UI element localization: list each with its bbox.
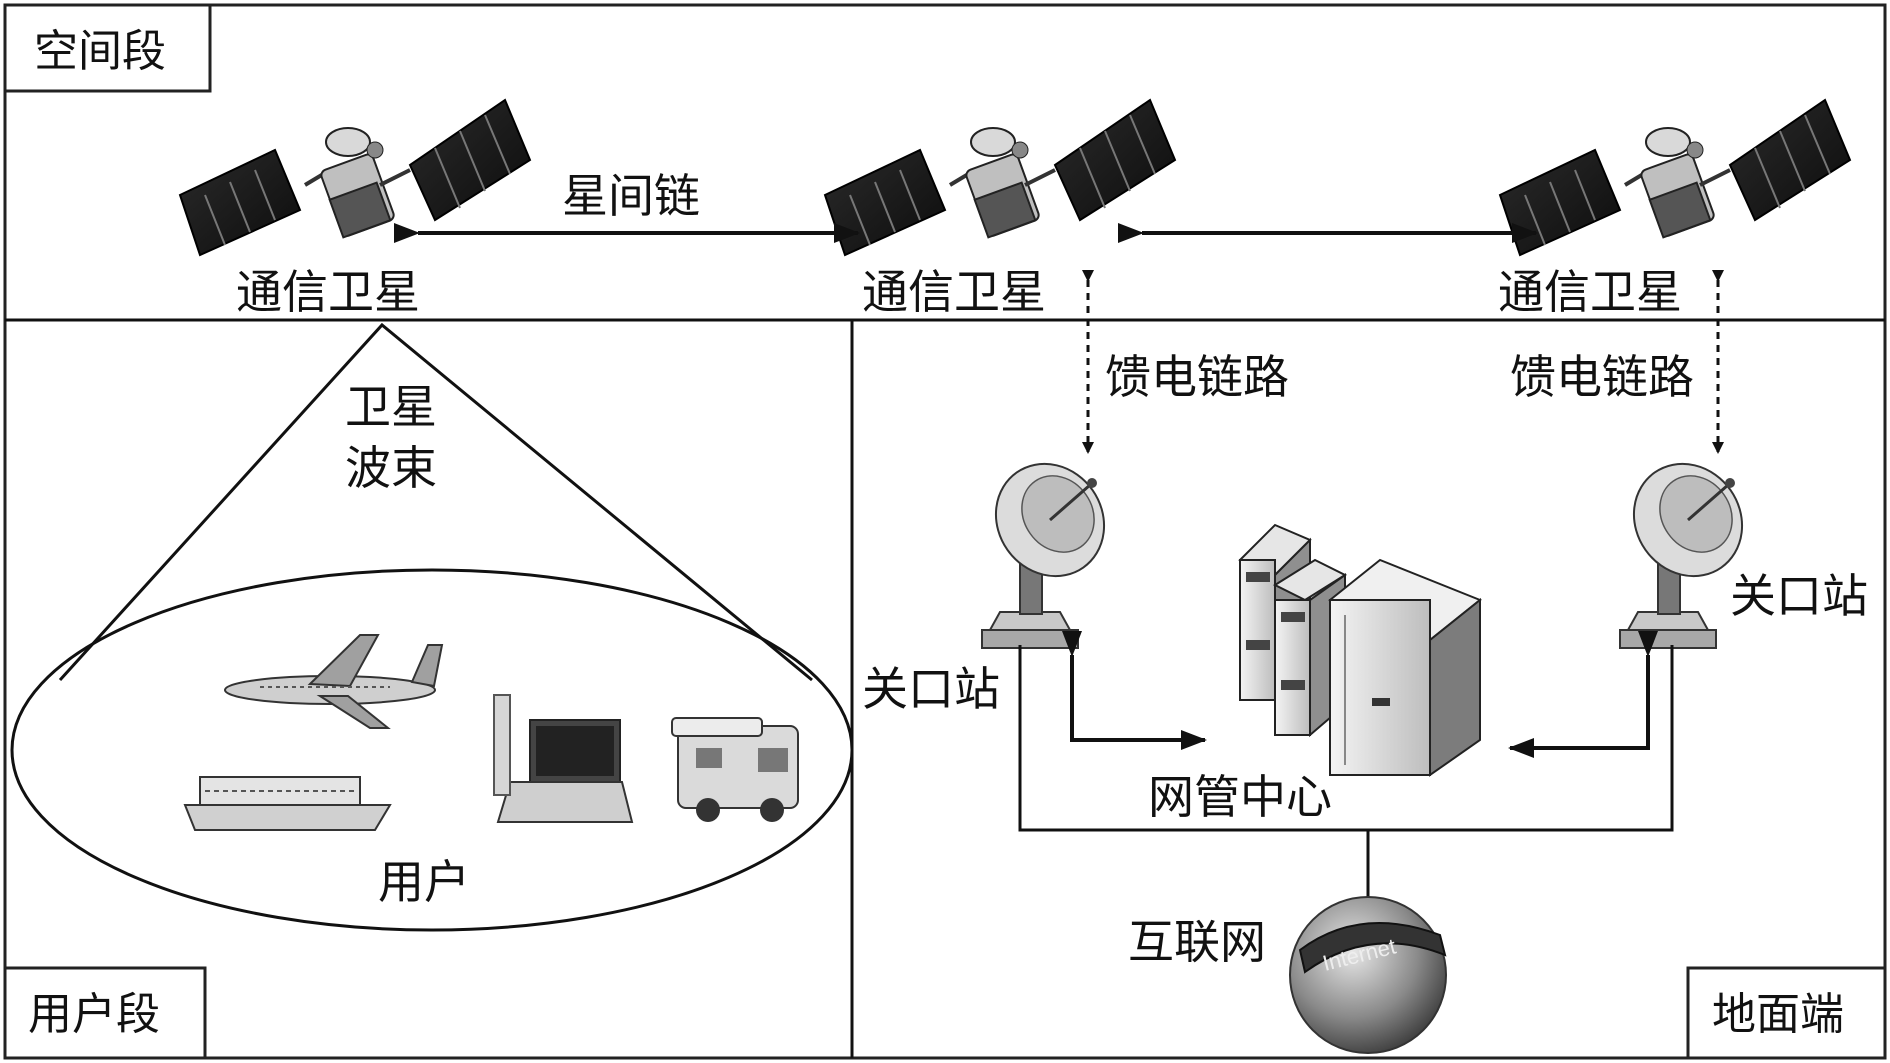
space-segment-box — [3, 3, 212, 93]
user-segment-label: 用户段 — [28, 989, 160, 1040]
airplane-icon — [224, 634, 444, 729]
internet-globe-icon: Internet — [1289, 896, 1447, 1054]
beam-label-line1: 卫星 — [345, 380, 437, 434]
space-segment-label: 空间段 — [34, 26, 166, 77]
middle-satellite-icon — [823, 98, 1177, 257]
ground-segment-label: 地面端 — [1712, 989, 1844, 1040]
left-gateway-to-nms-link — [1062, 631, 1207, 750]
internet-label: 互联网 — [1128, 915, 1266, 969]
beam-label-line2: 波束 — [345, 441, 437, 495]
nms-center-label: 网管中心 — [1148, 770, 1332, 824]
gateway-bus-line — [1018, 645, 1674, 832]
coverage-area-ellipse — [10, 568, 854, 932]
ship-icon — [183, 776, 392, 831]
diagram-frame — [3, 3, 1887, 1060]
feeder-link-left-label: 馈电链路 — [1105, 350, 1289, 404]
right-satellite-icon — [1498, 98, 1852, 257]
user-segment-box — [3, 966, 207, 1060]
ground-segment-box — [1686, 966, 1887, 1060]
left-gateway-label: 关口站 — [862, 662, 1000, 716]
right-gateway-label: 关口站 — [1730, 569, 1868, 623]
rv-icon — [671, 717, 799, 822]
inter-satellite-link-label: 星间链 — [562, 169, 700, 223]
left-gateway-dish-icon — [972, 441, 1128, 650]
users-label: 用户 — [378, 855, 470, 909]
right-gateway-to-nms-link — [1508, 631, 1658, 758]
left-satellite-label: 通信卫星 — [236, 265, 420, 319]
server-rack-icon — [1238, 523, 1482, 777]
right-satellite-label: 通信卫星 — [1498, 265, 1682, 319]
feeder-link-right-label: 馈电链路 — [1510, 350, 1694, 404]
laptop-icon — [493, 694, 634, 823]
middle-satellite-label: 通信卫星 — [862, 265, 1046, 319]
satellite-beam-cone — [58, 322, 813, 682]
